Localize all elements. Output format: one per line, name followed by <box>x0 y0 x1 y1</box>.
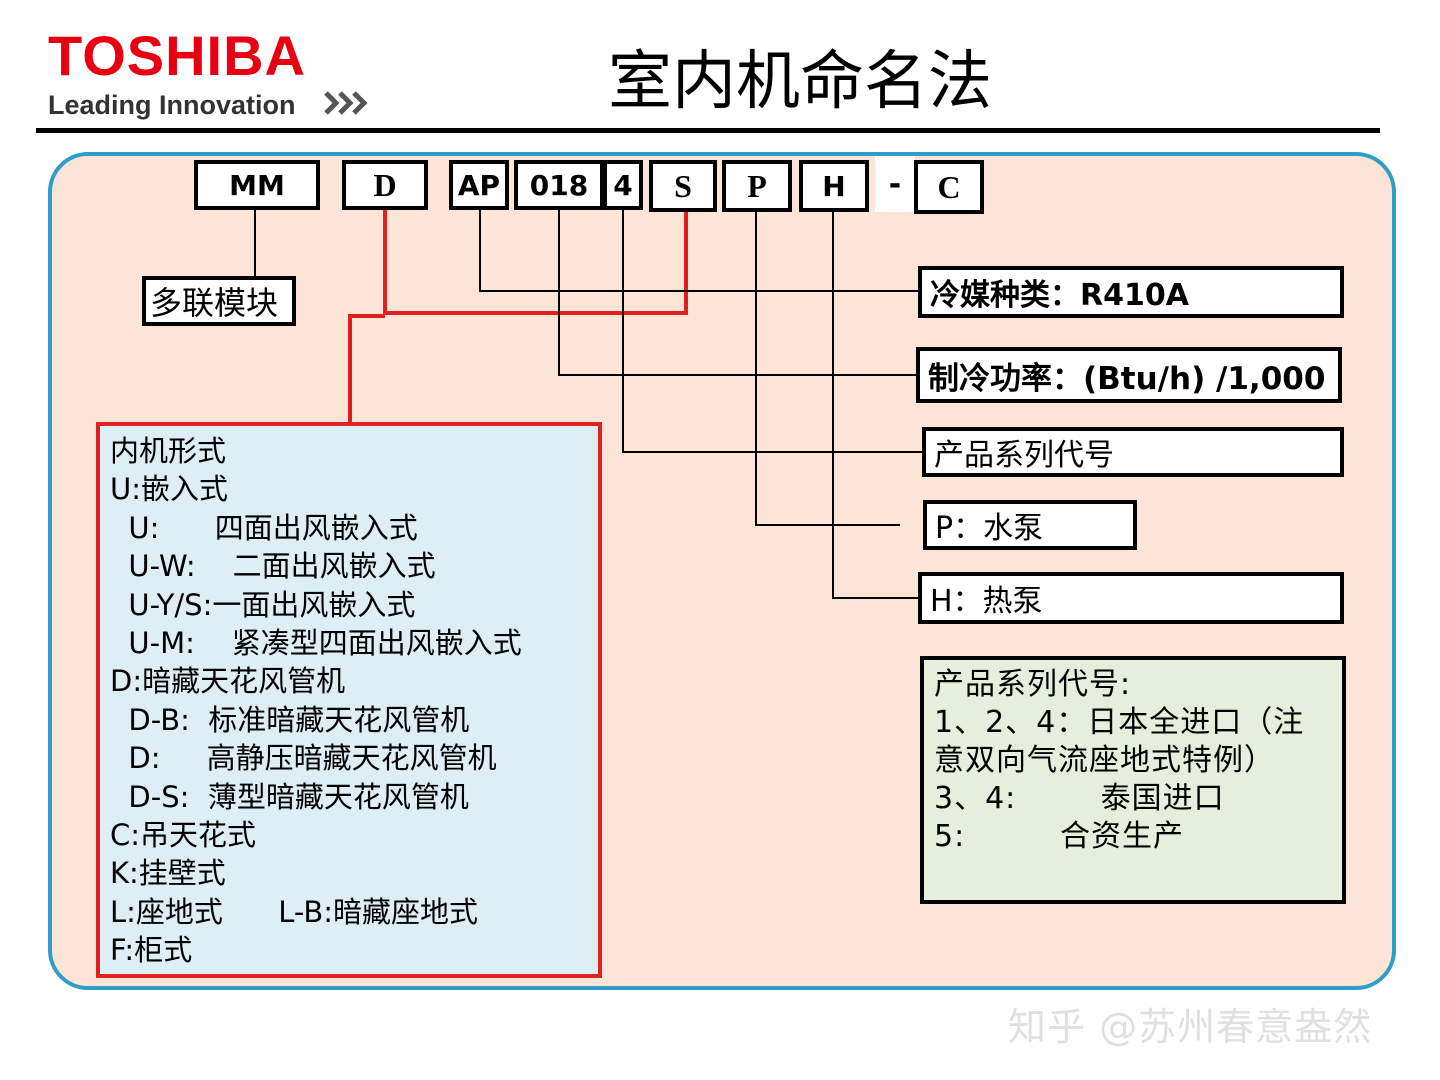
label-heat-pump: H：热泵 <box>918 572 1344 624</box>
label-multi-module: 多联模块 <box>142 276 296 326</box>
unit-type-line: C:吊天花式 <box>110 818 257 853</box>
watermark: 知乎 @苏州春意盎然 <box>1008 1005 1373 1049</box>
series-info-line: 产品系列代号: <box>934 667 1132 702</box>
code-018: 018 <box>514 160 604 210</box>
unit-type-line: F:柜式 <box>110 933 193 968</box>
code-mm: MM <box>194 160 320 210</box>
code-c: C <box>914 160 984 214</box>
series-info-line: 意双向气流座地式特例） <box>934 743 1275 778</box>
connector-s-red <box>385 209 688 315</box>
code-ap: AP <box>449 160 509 210</box>
logo-tagline: Leading Innovation <box>48 90 296 120</box>
label-capacity: 制冷功率：(Btu/h) /1,000 <box>916 347 1342 403</box>
code-dash: - <box>875 156 915 212</box>
toshiba-logo: TOSHIBA <box>48 24 306 87</box>
unit-type-box: 内机形式 U:嵌入式 U: 四面出风嵌入式 U-W: 二面出风嵌入式 U-Y/S… <box>96 422 602 978</box>
label-refrigerant: 冷媒种类：R410A <box>918 266 1344 318</box>
code-4: 4 <box>603 160 643 210</box>
label-water-pump: P：水泵 <box>923 500 1137 550</box>
label-series: 产品系列代号 <box>922 427 1344 477</box>
unit-type-line: 内机形式 <box>110 434 227 468</box>
code-h: H <box>799 160 869 212</box>
series-info-box: 产品系列代号: 1、2、4：日本全进口（注 意双向气流座地式特例） 3、4: 泰… <box>920 656 1346 904</box>
unit-type-line: U: 四面出风嵌入式 <box>110 510 418 545</box>
code-s: S <box>649 160 717 212</box>
connector-4 <box>622 209 922 453</box>
series-info-line: 5: 合资生产 <box>934 819 1185 854</box>
connector-h <box>832 211 920 599</box>
connector-type-red <box>348 314 385 424</box>
unit-type-line: K:挂壁式 <box>110 856 226 891</box>
series-info-line: 1、2、4：日本全进口（注 <box>934 705 1305 740</box>
unit-type-line: U:嵌入式 <box>110 472 228 507</box>
unit-type-line: D: 高静压暗藏天花风管机 <box>110 741 497 776</box>
chevrons-icon <box>324 91 368 115</box>
page-title: 室内机命名法 <box>608 45 992 119</box>
code-d: D <box>342 160 428 210</box>
connector-018 <box>558 209 918 376</box>
unit-type-line: D-B: 标准暗藏天花风管机 <box>110 702 470 737</box>
unit-type-line: U-M: 紧凑型四面出风嵌入式 <box>110 626 522 661</box>
unit-type-line: D-S: 薄型暗藏天花风管机 <box>110 779 469 814</box>
unit-type-line: D:暗藏天花风管机 <box>110 664 346 699</box>
code-p: P <box>722 160 792 212</box>
unit-type-line: L:座地式 L-B:暗藏座地式 <box>110 894 478 929</box>
header-divider <box>36 128 1380 133</box>
series-info-line: 3、4: 泰国进口 <box>934 781 1225 816</box>
connector-ap <box>479 209 920 292</box>
connector-p <box>755 211 900 526</box>
unit-type-line: U-Y/S:一面出风嵌入式 <box>110 587 416 622</box>
unit-type-line: U-W: 二面出风嵌入式 <box>110 549 436 584</box>
